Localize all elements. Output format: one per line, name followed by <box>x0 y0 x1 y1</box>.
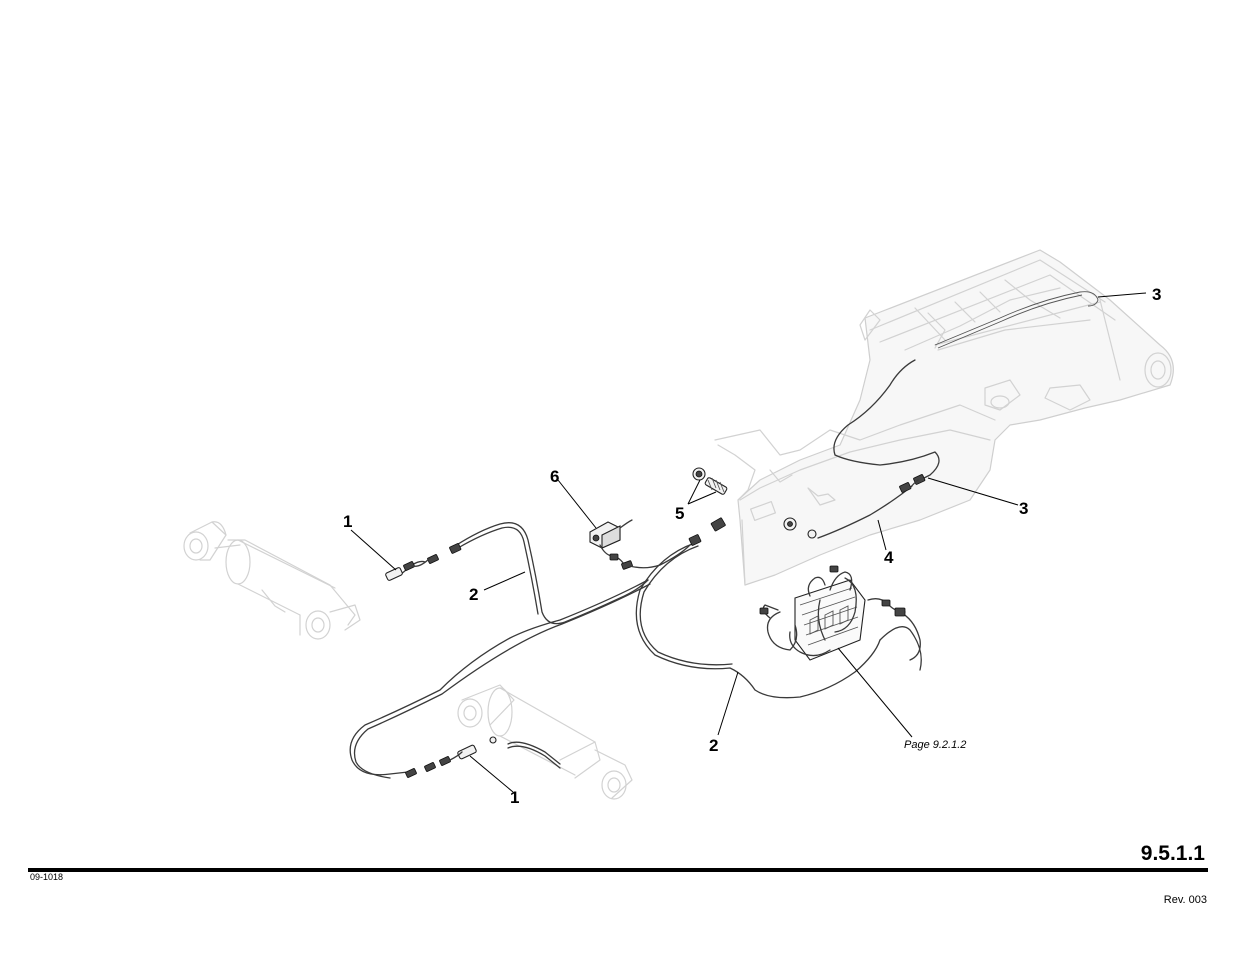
callout-1-lower: 1 <box>510 788 519 807</box>
drawing-code: 09-1018 <box>30 872 63 882</box>
sensor-connector-lower <box>405 737 496 778</box>
page-reference-label: Page 9.2.1.2 <box>904 739 966 751</box>
footer-rule <box>28 868 1208 872</box>
callout-5: 5 <box>675 504 684 523</box>
wire-harness-2-left <box>350 523 650 778</box>
callout-1-upper: 1 <box>343 512 352 531</box>
page-number: 9.5.1.1 <box>1141 842 1205 866</box>
switch-box-6 <box>590 520 701 570</box>
revision-label: Rev. 003 <box>1164 894 1207 906</box>
cylinder-upper-ghost <box>184 522 360 639</box>
cylinder-lower-ghost <box>458 685 632 799</box>
callout-3-lower: 3 <box>1019 499 1028 518</box>
callout-3-upper: 3 <box>1152 285 1161 304</box>
sensor-connector-upper <box>385 543 461 581</box>
callout-2-left: 2 <box>469 585 478 604</box>
boom-frame-ghost <box>715 250 1173 585</box>
callout-2-right: 2 <box>709 736 718 755</box>
callout-6: 6 <box>550 467 559 486</box>
callout-4: 4 <box>884 548 894 567</box>
control-module <box>760 566 920 660</box>
